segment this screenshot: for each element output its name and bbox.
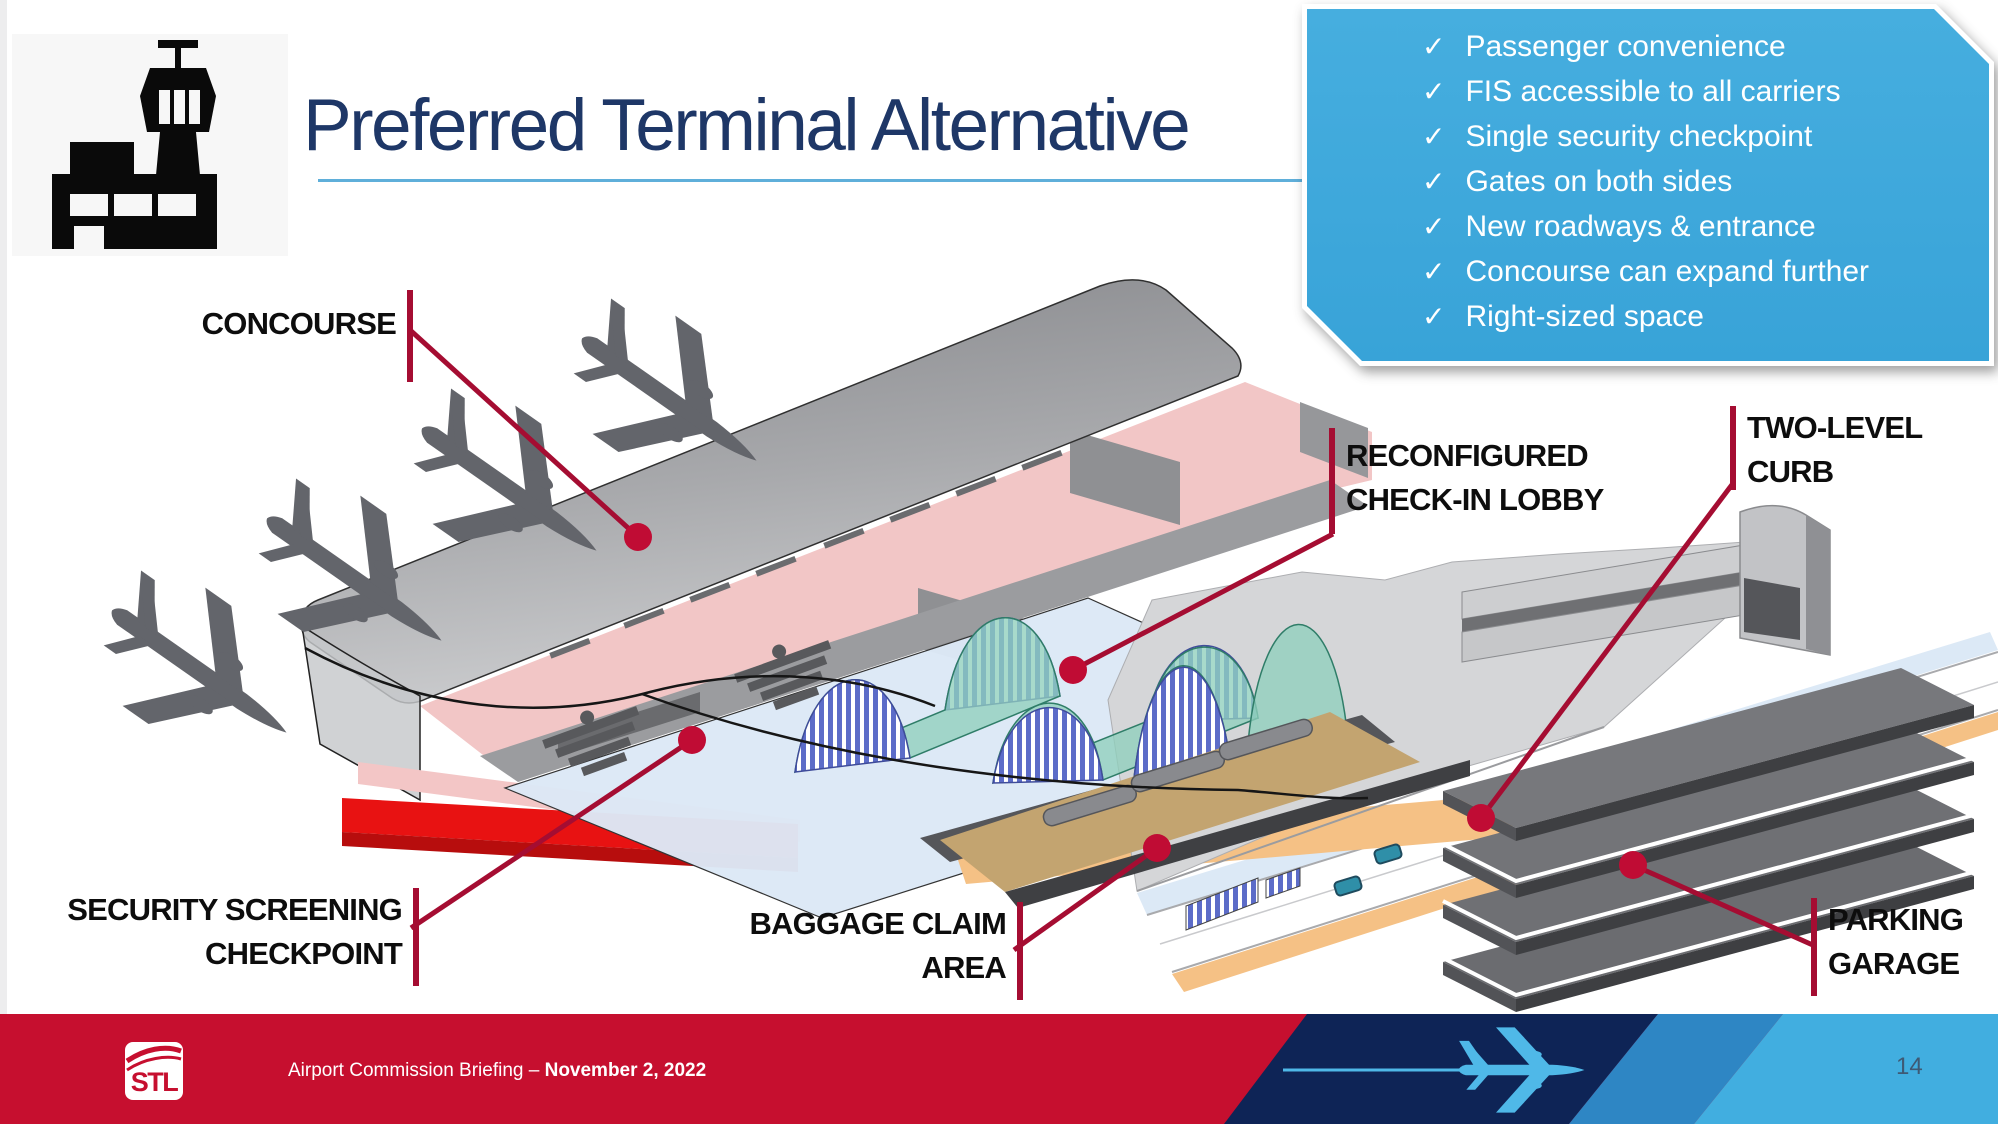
airport-terminal-icon [12, 34, 288, 256]
benefit-text: Gates on both sides [1465, 165, 1733, 198]
benefit-text: Single security checkpoint [1465, 120, 1813, 153]
label-text: SECURITY SCREENING [67, 892, 403, 927]
benefits-list: ✓ Passenger convenience ✓ FIS accessible t… [1422, 24, 1869, 339]
benefit-text: Passenger convenience [1465, 30, 1786, 63]
label-text: GARAGE [1828, 946, 1960, 981]
elevated-walkway [1461, 504, 1831, 663]
label-tick-bar [413, 888, 419, 986]
roof-profile-outline [304, 646, 1369, 800]
benefit-item: ✓ Concourse can expand further [1422, 249, 1869, 294]
screenshot-edge [0, 0, 7, 1124]
page-title: Preferred Terminal Alternative [303, 85, 1191, 166]
leader-lines [408, 328, 1817, 953]
label-checkin-lobby: RECONFIGURED CHECK-IN LOBBY [1329, 428, 1604, 534]
label-tick-bar [407, 290, 413, 382]
checkmark-icon: ✓ [1422, 256, 1446, 287]
benefit-text: Right-sized space [1465, 300, 1704, 333]
benefit-item: ✓ New roadways & entrance [1422, 204, 1869, 249]
label-security-checkpoint: SECURITY SCREENING CHECKPOINT [30, 888, 419, 986]
checkmark-icon: ✓ [1422, 166, 1446, 197]
label-text: AREA [921, 950, 1006, 985]
label-text: CURB [1747, 454, 1834, 489]
benefit-item: ✓ Single security checkpoint [1422, 114, 1869, 159]
briefing-label: Airport Commission Briefing – [288, 1060, 545, 1081]
footer-caption: Airport Commission Briefing – November 2… [288, 1060, 706, 1082]
checkmark-icon: ✓ [1422, 211, 1446, 242]
footer-bands [0, 1014, 1998, 1124]
concourse-building [300, 279, 1372, 802]
benefit-item: ✓ FIS accessible to all carriers [1422, 69, 1869, 114]
label-text: RECONFIGURED [1346, 438, 1589, 473]
label-two-level-curb: TWO-LEVEL CURB [1730, 406, 1923, 494]
benefit-item: ✓ Right-sized space [1422, 294, 1869, 339]
title-underline [318, 179, 1332, 182]
benefit-item: ✓ Passenger convenience [1422, 24, 1869, 69]
briefing-date: November 2, 2022 [544, 1060, 707, 1081]
label-text: CHECKPOINT [205, 936, 403, 971]
benefit-text: FIS accessible to all carriers [1465, 75, 1841, 108]
label-tick-bar [1329, 428, 1335, 534]
label-text: PARKING [1828, 902, 1964, 937]
label-tick-bar [1017, 902, 1023, 1000]
label-parking-garage: PARKING GARAGE [1811, 898, 1964, 996]
baggage-floor [940, 712, 1420, 892]
label-tick-bar [1730, 406, 1736, 490]
label-text: CHECK-IN LOBBY [1346, 482, 1604, 517]
benefit-item: ✓ Gates on both sides [1422, 159, 1869, 204]
label-text: BAGGAGE CLAIM [749, 906, 1006, 941]
airplane-icon [70, 551, 328, 792]
checkmark-icon: ✓ [1422, 76, 1446, 107]
leader-dots [624, 523, 1647, 879]
label-tick-bar [1811, 898, 1817, 996]
benefits-callout: ✓ Passenger convenience ✓ FIS accessible t… [1302, 4, 1994, 366]
page-number: 14 [1896, 1053, 1923, 1080]
checkmark-icon: ✓ [1422, 31, 1446, 62]
stl-logo-text: STL [130, 1067, 179, 1097]
footer-bar: STL Airport Commission Briefing – Novemb… [0, 1014, 1998, 1124]
checkmark-icon: ✓ [1422, 301, 1446, 332]
label-baggage-claim: BAGGAGE CLAIM AREA [642, 902, 1023, 1000]
parking-garage [1442, 668, 1975, 1012]
benefit-text: New roadways & entrance [1465, 210, 1816, 243]
callout-background [1307, 9, 1989, 361]
stl-logo: STL [125, 1042, 183, 1100]
label-text: CONCOURSE [201, 306, 397, 341]
benefit-text: Concourse can expand further [1465, 255, 1870, 288]
checkmark-icon: ✓ [1422, 121, 1446, 152]
label-text: TWO-LEVEL [1747, 410, 1923, 445]
label-concourse: CONCOURSE [150, 290, 413, 382]
